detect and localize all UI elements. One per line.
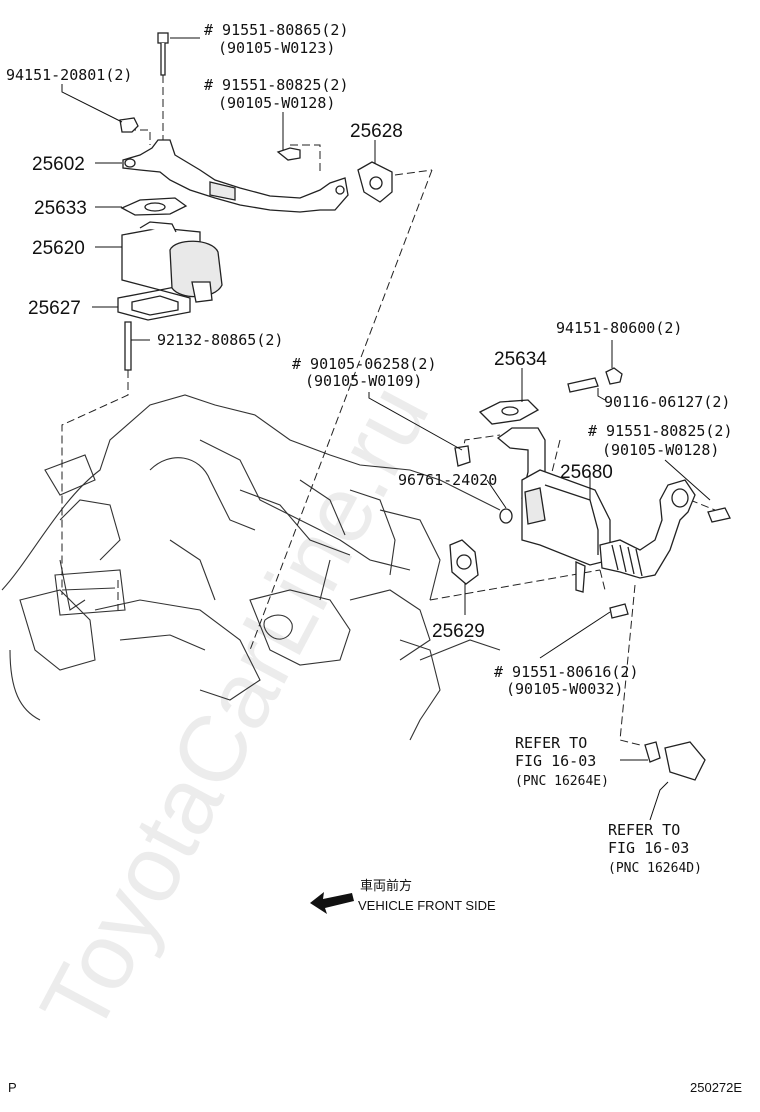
bolt-bottom xyxy=(609,603,629,619)
label-bolt-top: # 91551-80865(2) xyxy=(204,21,349,39)
label-stud-right: 90116-06127(2) xyxy=(604,393,730,411)
label-bolt-bottom-alt: (90105-W0032) xyxy=(506,680,623,698)
callout-labels: # 91551-80865(2) (90105-W0123) 94151-208… xyxy=(6,21,733,698)
engine-block-outline xyxy=(1,394,501,741)
label-bolt-bottom: # 91551-80616(2) xyxy=(494,663,639,681)
nut-right xyxy=(605,367,623,385)
gasket-25634 xyxy=(478,399,540,425)
refer-2-line3: (PNC 16264D) xyxy=(608,861,702,876)
label-stud: 92132-80865(2) xyxy=(157,331,283,349)
label-bolt-right-alt: (90105-W0128) xyxy=(602,441,719,459)
refer-2-line1: REFER TO xyxy=(608,821,680,839)
watermark: ToyotaCarLine.ru xyxy=(20,368,449,1049)
footer-left: P xyxy=(8,1080,17,1095)
footer: P 250272E xyxy=(8,1080,742,1095)
label-bolt-top-alt: (90105-W0123) xyxy=(218,39,335,57)
refer-2-line2: FIG 16-03 xyxy=(608,839,689,857)
stud-right xyxy=(567,377,599,393)
gasket-25633 xyxy=(120,197,188,216)
label-oring: 96761-24020 xyxy=(398,471,497,489)
front-arrow-icon xyxy=(310,892,354,914)
gasket-25627 xyxy=(117,289,191,321)
oring xyxy=(499,508,513,524)
footer-right: 250272E xyxy=(690,1080,742,1095)
gasket-25629 xyxy=(449,539,479,585)
pnum-25634: 25634 xyxy=(494,349,547,370)
leader-lines xyxy=(61,37,711,821)
refer-note-2: REFER TO FIG 16-03 (PNC 16264D) xyxy=(608,821,702,876)
pnum-25620: 25620 xyxy=(32,238,85,259)
egr-outlet-pipe xyxy=(599,479,696,579)
pnum-25680: 25680 xyxy=(560,462,613,483)
refer-1-line2: FIG 16-03 xyxy=(515,752,596,770)
pnum-25602: 25602 xyxy=(32,154,85,175)
part-number-labels: 25602 25633 25620 25627 25628 25634 2568… xyxy=(28,121,613,642)
direction-indicator: 車両前方 VEHICLE FRONT SIDE xyxy=(310,878,496,914)
egr-cooler-25680 xyxy=(521,469,611,593)
pipe-25602 xyxy=(122,139,349,213)
egr-valve-25620 xyxy=(121,221,223,303)
refer-note-1: REFER TO FIG 16-03 (PNC 16264E) xyxy=(515,734,609,789)
refer-1-line1: REFER TO xyxy=(515,734,587,752)
direction-jp: 車両前方 xyxy=(360,878,412,893)
hose-clip-refer xyxy=(644,741,706,781)
refer-1-line3: (PNC 16264E) xyxy=(515,774,609,789)
pnum-25627: 25627 xyxy=(28,298,81,319)
bolt-top xyxy=(157,32,169,76)
label-nut-right: 94151-80600(2) xyxy=(556,319,682,337)
gasket-25628 xyxy=(357,161,393,203)
label-bolt-right: # 91551-80825(2) xyxy=(588,422,733,440)
pnum-25629: 25629 xyxy=(432,621,485,642)
label-bolt-mid-alt: (90105-W0128) xyxy=(218,94,335,112)
direction-en: VEHICLE FRONT SIDE xyxy=(358,898,496,913)
label-bolt-center-alt: (90105-W0109) xyxy=(305,372,422,390)
bolt-right xyxy=(707,507,731,523)
label-nut-left: 94151-20801(2) xyxy=(6,66,132,84)
stud-left xyxy=(124,321,132,371)
nut-left xyxy=(119,117,139,133)
pnum-25633: 25633 xyxy=(34,198,87,219)
label-bolt-mid: # 91551-80825(2) xyxy=(204,76,349,94)
label-bolt-center: # 90105-06258(2) xyxy=(292,355,437,373)
pnum-25628: 25628 xyxy=(350,121,403,142)
bolt-mid xyxy=(276,147,301,161)
bolt-center xyxy=(454,445,471,467)
